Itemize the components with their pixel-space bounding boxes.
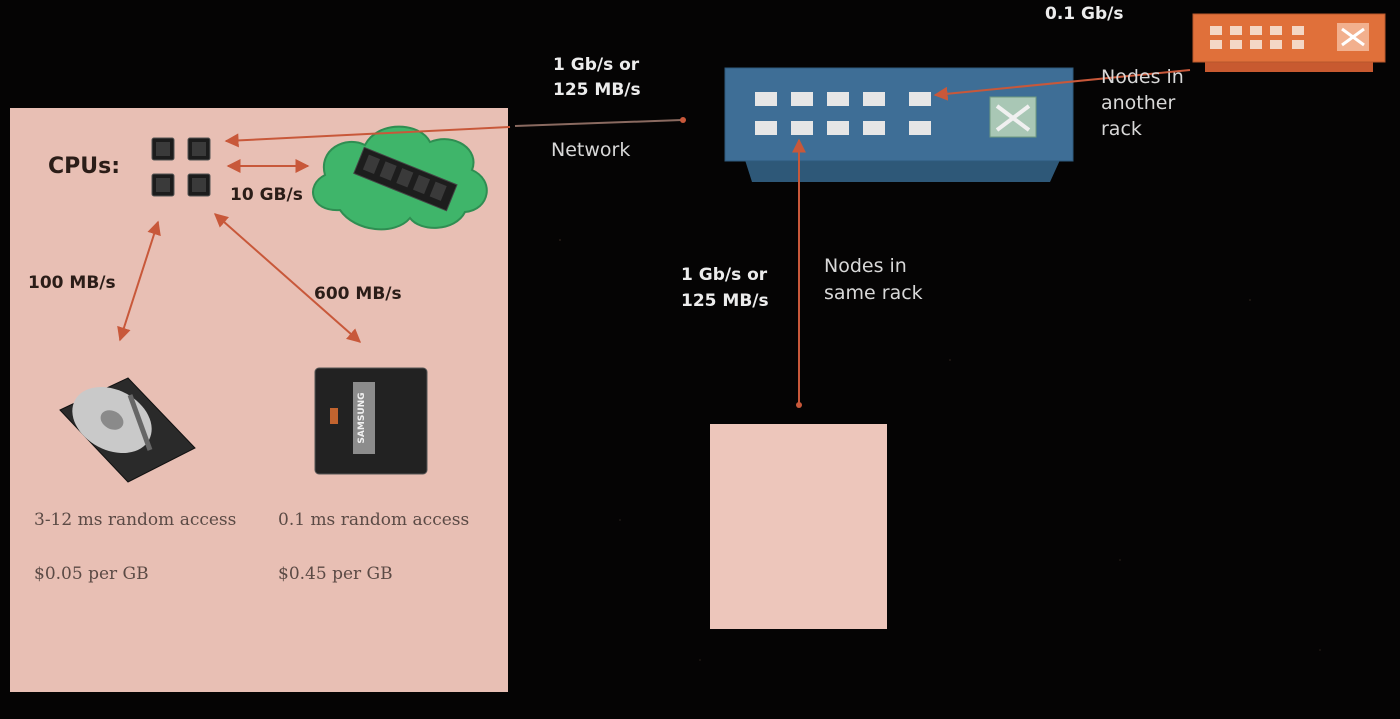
network-speed-line1: 1 Gb/s or	[553, 55, 640, 75]
ssd-price-label: $0.45 per GB	[278, 564, 393, 584]
rack-switch-icon	[1192, 13, 1386, 72]
ssd-brand-label: SAMSUNG	[357, 392, 367, 443]
hdd-bandwidth-label: 100 MB/s	[28, 273, 116, 293]
same-rack-label-line1: Nodes in	[824, 255, 907, 277]
hdd-price-label: $0.05 per GB	[34, 564, 149, 584]
ram-bandwidth-label: 10 GB/s	[230, 185, 303, 205]
hard-disk-icon	[59, 377, 196, 483]
ssd-access-label: 0.1 ms random access	[278, 510, 470, 530]
hdd-access-label: 3-12 ms random access	[34, 510, 237, 530]
network-switch-icon	[724, 67, 1074, 182]
other-rack-label-line3: rack	[1101, 118, 1142, 140]
ram-cloud-icon	[312, 125, 488, 231]
other-rack-label-line1: Nodes in	[1101, 66, 1184, 88]
connection-arrows	[117, 69, 1191, 405]
cpu-chips-icon	[151, 137, 211, 197]
cpus-label: CPUs:	[48, 154, 121, 179]
network-label: Network	[551, 139, 631, 161]
same-rack-label-line2: same rack	[824, 282, 923, 304]
other-rack-label-line2: another	[1101, 92, 1176, 114]
same-rack-speed-line1: 1 Gb/s or	[681, 265, 768, 285]
network-speed-line2: 125 MB/s	[553, 80, 641, 100]
other-rack-speed: 0.1 Gb/s	[1045, 4, 1124, 24]
ssd-icon	[314, 367, 428, 475]
ssd-bandwidth-label: 600 MB/s	[314, 284, 402, 304]
same-rack-node	[710, 424, 887, 629]
same-rack-speed-line2: 125 MB/s	[681, 291, 769, 311]
